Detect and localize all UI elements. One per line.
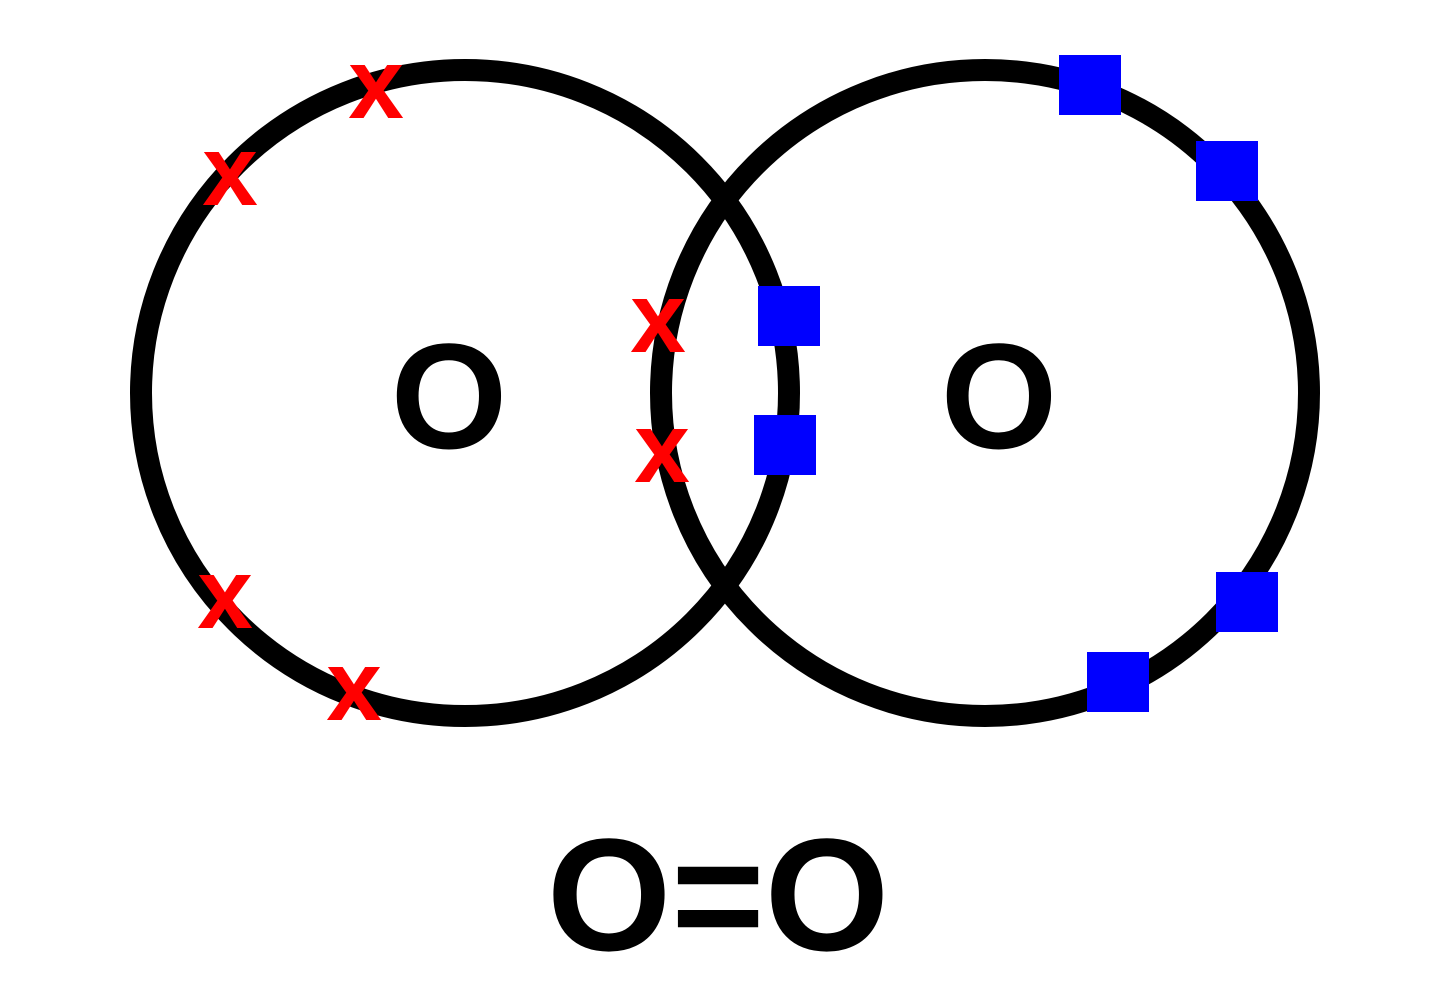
right-shared-electron-square — [754, 415, 816, 475]
left-electron-cross: x — [326, 630, 382, 742]
left-shared-electron-cross: x — [630, 262, 686, 374]
right-electron-square — [1087, 652, 1149, 712]
left-electron-cross: x — [348, 28, 404, 140]
left-shared-electron-cross: x — [634, 392, 690, 504]
left-atom-label: O — [391, 312, 508, 480]
right-atom-shell — [650, 59, 1320, 727]
left-electron-cross: x — [202, 115, 258, 227]
left-atom-electrons: x x x x x x — [197, 28, 690, 742]
right-atom-electrons — [754, 55, 1278, 712]
right-electron-square — [1216, 572, 1278, 632]
structural-formula: O=O — [547, 805, 889, 984]
right-electron-square — [1196, 141, 1258, 201]
left-atom-shell — [130, 59, 800, 727]
left-electron-cross: x — [197, 538, 253, 650]
right-atom-label: O — [941, 312, 1058, 480]
right-electron-square — [1059, 55, 1121, 115]
right-shared-electron-square — [758, 286, 820, 346]
